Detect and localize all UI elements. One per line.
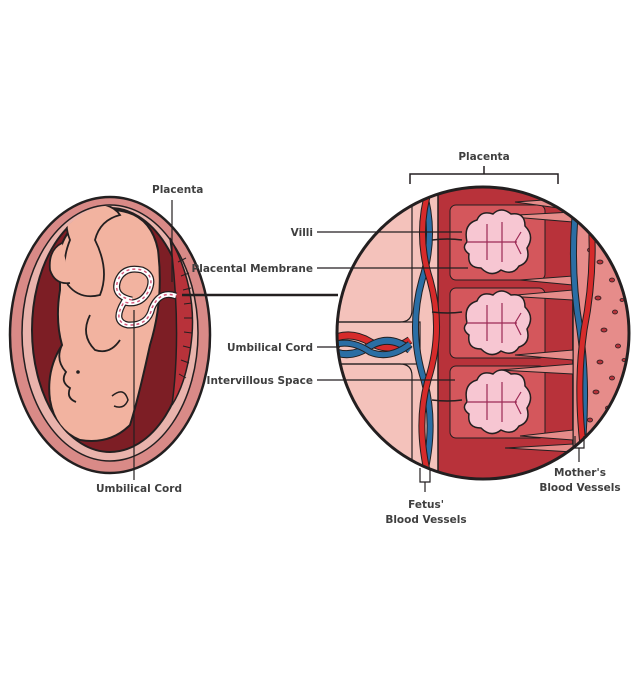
right-leaders xyxy=(317,231,585,492)
label-intervillous-space: Intervillous Space xyxy=(207,375,313,387)
label-umbilical-cord-right: Umbilical Cord xyxy=(227,342,313,354)
label-fetus-vessels-1: Fetus' xyxy=(408,499,444,511)
fetus-face xyxy=(58,344,77,403)
placenta-left xyxy=(169,237,194,406)
villi-stems xyxy=(431,238,463,402)
fetus-arm xyxy=(85,314,121,353)
fetus-leg xyxy=(63,206,122,298)
magnified-placenta-section xyxy=(317,166,631,492)
label-placenta-left: Placenta xyxy=(152,184,203,196)
umbilical-cord-vessels xyxy=(337,331,413,359)
villus-1 xyxy=(463,209,532,275)
villus-3 xyxy=(463,369,532,435)
fetus-foot xyxy=(48,242,71,285)
label-mother-vessels-2: Blood Vessels xyxy=(539,482,620,494)
placenta-bracket xyxy=(409,166,559,184)
magnifier-circle xyxy=(335,185,631,481)
fetus-eye xyxy=(76,370,80,374)
fetus-blood-vessels xyxy=(411,187,441,479)
label-fetus-vessels-2: Blood Vessels xyxy=(385,514,466,526)
label-placental-membrane: Placental Membrane xyxy=(192,263,313,275)
label-placenta-top: Placenta xyxy=(458,151,509,163)
label-umbilical-cord-left: Umbilical Cord xyxy=(96,483,182,495)
fetus-ear xyxy=(111,391,129,408)
umbilical-cord-left xyxy=(113,265,178,329)
label-mother-vessels-1: Mother's xyxy=(554,467,606,479)
uterus-illustration xyxy=(8,195,338,480)
villi xyxy=(463,209,532,435)
placenta-ridges xyxy=(177,257,193,379)
label-villi: Villi xyxy=(291,227,313,239)
villus-2 xyxy=(463,290,532,356)
